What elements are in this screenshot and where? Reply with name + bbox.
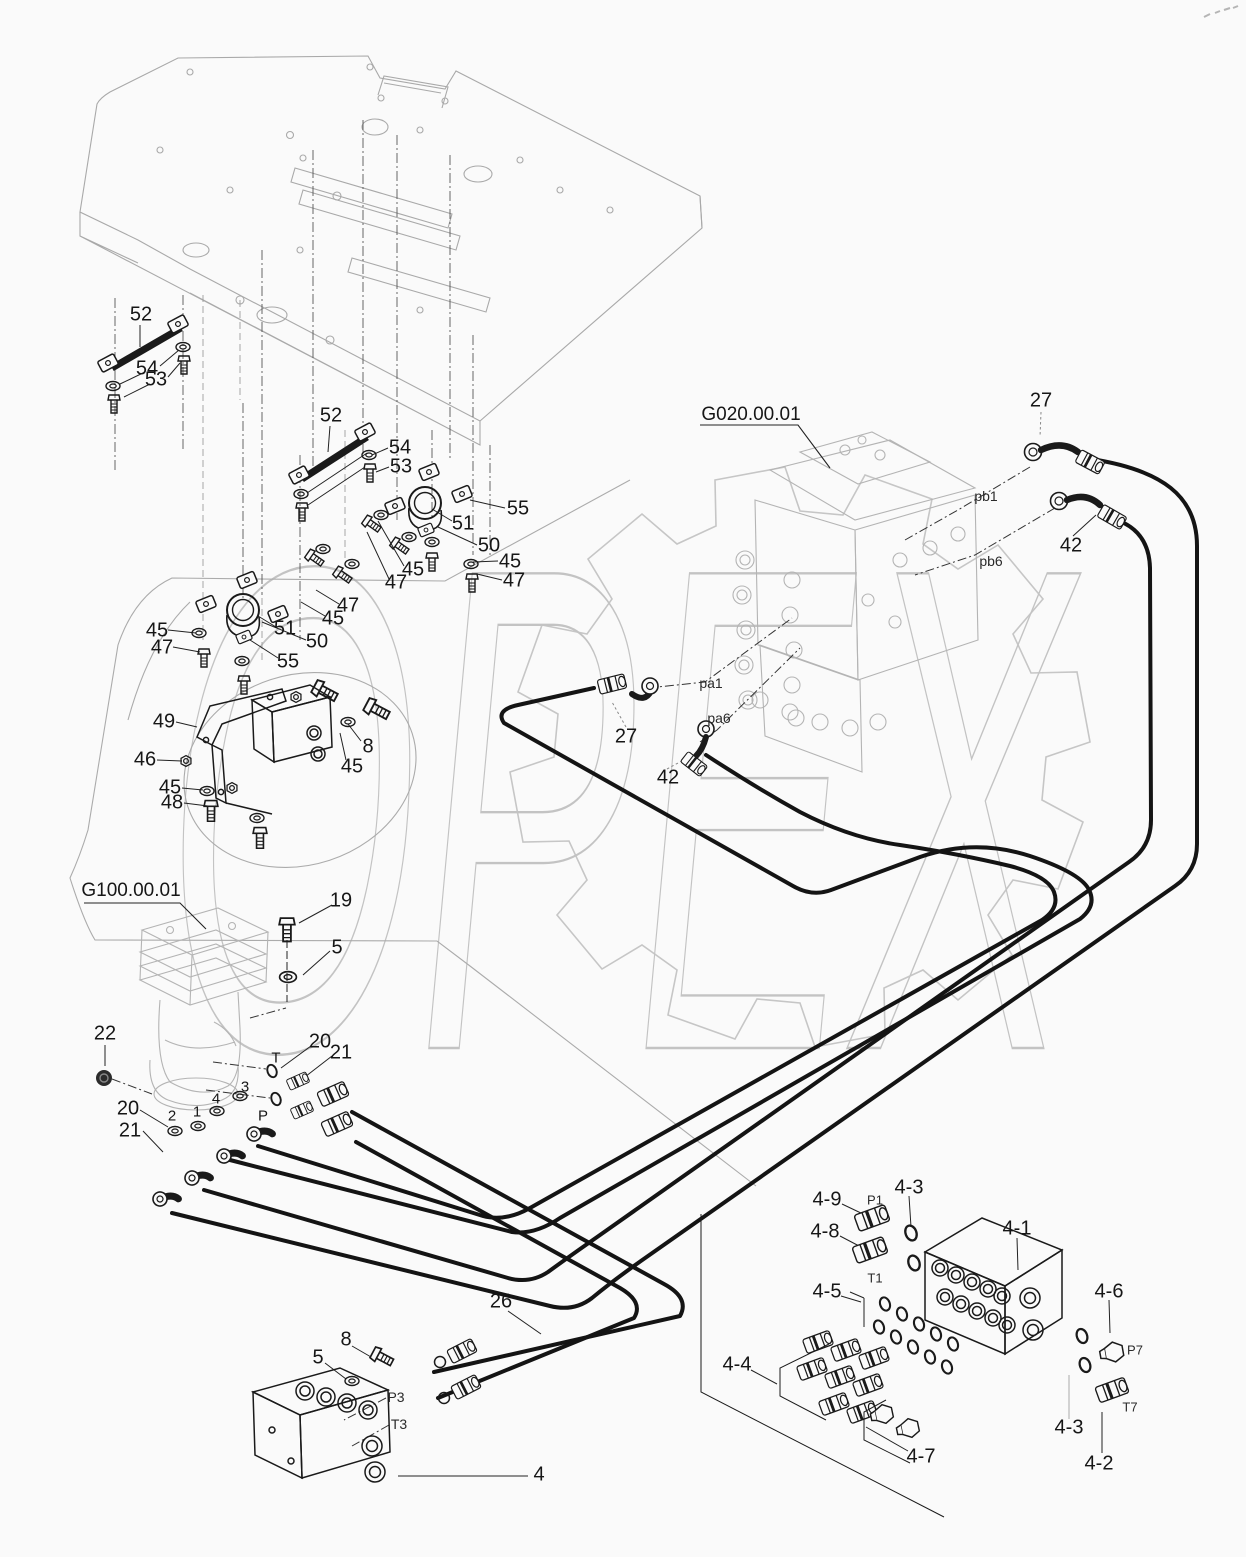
hose-pb6 <box>202 517 1153 1282</box>
hose-pb1 <box>170 457 1199 1310</box>
pb-fittings <box>1023 442 1129 532</box>
plug-22 <box>96 1070 112 1086</box>
hose-t3 <box>354 1140 639 1400</box>
bracket-52-b <box>287 421 377 522</box>
bracket-52-a <box>96 313 191 414</box>
bracket-49-assembly <box>180 677 393 850</box>
pipe-clamp-right <box>360 462 479 593</box>
pilot-valve-hardware <box>96 917 355 1209</box>
hose-p3 <box>350 1110 685 1374</box>
watermark-gear-icon <box>509 466 1091 1048</box>
floor-plate <box>79 55 703 446</box>
hose-pa1 <box>228 686 1094 1235</box>
manifold-4x-exploded <box>700 1202 1131 1518</box>
lower-deck <box>69 479 757 1187</box>
center-lines-gray <box>202 295 346 660</box>
manifold-4 <box>250 1337 483 1483</box>
control-valve-g020 <box>732 431 979 773</box>
pipe-clamp-left <box>191 543 360 695</box>
hose-pa6 <box>256 753 1058 1220</box>
pa-fittings <box>595 672 715 778</box>
module-ref-leaders <box>84 424 831 930</box>
leader-lines <box>104 325 1111 1477</box>
hoses <box>170 457 1199 1400</box>
corner-marks <box>1203 5 1239 18</box>
